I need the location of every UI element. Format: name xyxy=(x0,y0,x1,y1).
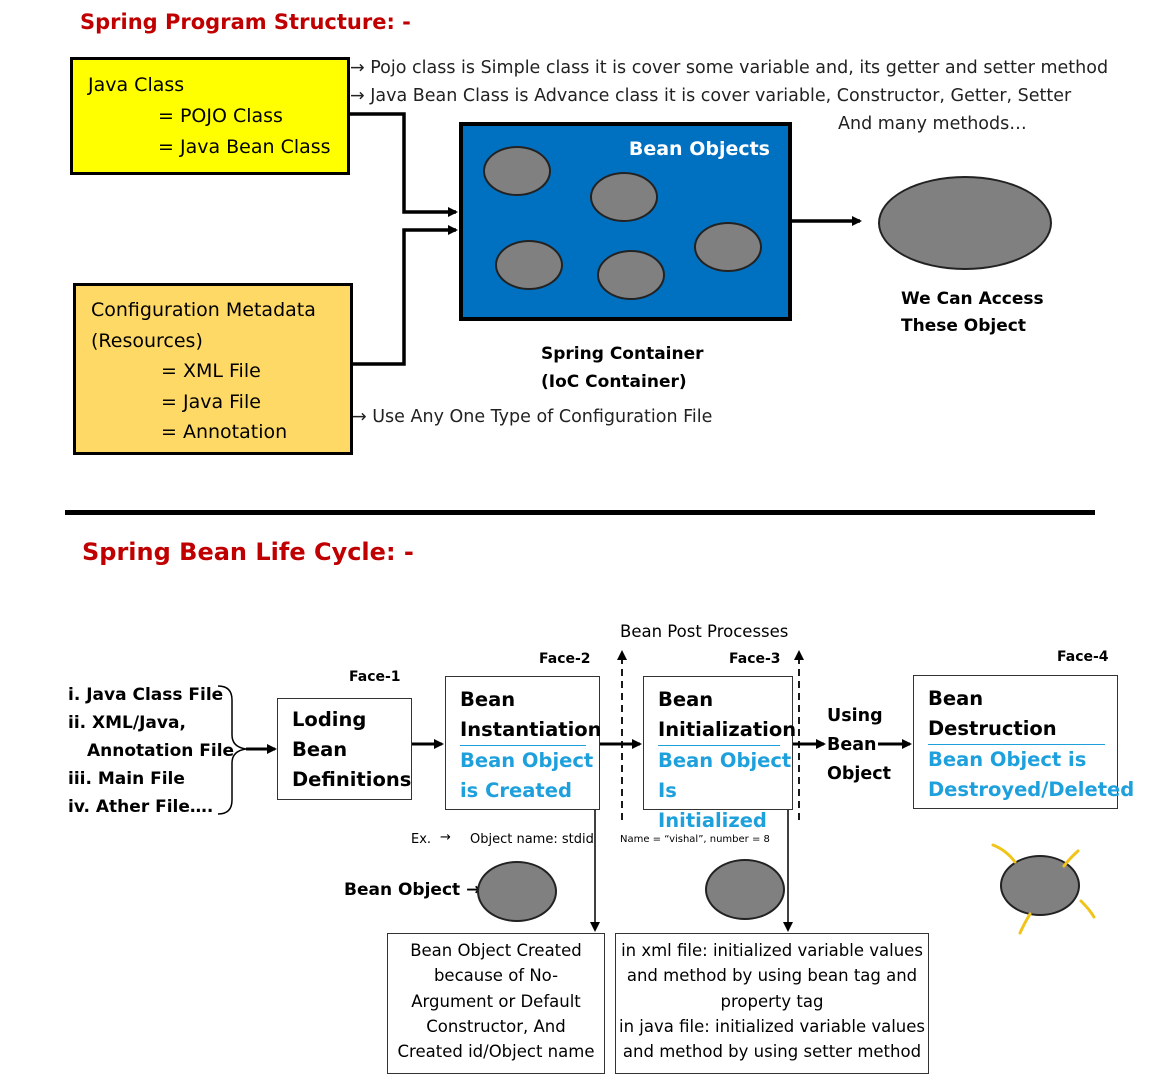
list-brace xyxy=(217,685,247,815)
created-line: Bean Object Created xyxy=(410,941,582,960)
list-item: iv. Ather File…. xyxy=(68,797,214,817)
face3-line2: Initialization xyxy=(658,715,796,746)
initialized-explanation-box: in xml file: initialized variable values… xyxy=(615,933,929,1074)
face-1-box: Loding Bean Definitions xyxy=(277,698,412,800)
face2-line1: Bean xyxy=(460,688,516,711)
initialized-line: and method by using bean tag and xyxy=(626,966,918,986)
created-line: Argument or Default xyxy=(411,991,581,1011)
caption-line1: Spring Container xyxy=(541,344,704,364)
access-caption: We Can Access These Object xyxy=(901,286,1044,340)
access-line1: We Can Access xyxy=(901,289,1044,309)
face1-line2: Bean xyxy=(292,738,348,761)
object-name-example: Object name: stdid xyxy=(470,832,594,847)
arrow-right-icon: → xyxy=(350,58,365,78)
arrow-right-icon: → xyxy=(352,407,367,427)
config-line4: = Java File xyxy=(161,390,261,413)
java-class-box: Java Class = POJO Class = Java Bean Clas… xyxy=(70,57,350,175)
bean-object-oval xyxy=(483,146,551,196)
list-item: iii. Main File xyxy=(68,769,185,789)
config-line2: (Resources) xyxy=(91,329,203,352)
structure-title: Spring Program Structure: - xyxy=(80,10,411,34)
spring-container-box: Bean Objects xyxy=(459,122,792,321)
bean-object-label: Bean Object → xyxy=(344,880,480,900)
initialized-line: in java file: initialized variable value… xyxy=(619,1016,925,1036)
face-1-label: Face-1 xyxy=(349,669,401,685)
bean-object-oval xyxy=(694,222,762,272)
initialized-line: in xml file: initialized variable values xyxy=(621,941,923,960)
java-class-line2: = POJO Class xyxy=(158,105,283,127)
initialized-bean-oval xyxy=(705,859,785,920)
face2-line2: Instantiation xyxy=(460,715,602,746)
section-divider xyxy=(65,510,1095,515)
list-item: ii. XML/Java, xyxy=(68,713,186,733)
created-line: Created id/Object name xyxy=(397,1042,595,1062)
bean-note-text: Java Bean Class is Advance class it is c… xyxy=(370,86,1072,106)
using-line2: Bean xyxy=(827,735,877,755)
face4-blue2: Destroyed/Deleted xyxy=(928,778,1135,801)
face-2-box: Bean Instantiation Bean Object is Create… xyxy=(445,676,602,810)
face-4-label: Face-4 xyxy=(1057,649,1109,665)
face-3-box: Bean Initialization Bean Object Is Initi… xyxy=(643,676,796,832)
config-line1: Configuration Metadata xyxy=(91,299,316,321)
pojo-note-text: Pojo class is Simple class it is cover s… xyxy=(370,58,1109,78)
face1-line1: Loding xyxy=(292,708,367,731)
access-line2: These Object xyxy=(901,316,1026,336)
arrow-right-icon: → xyxy=(466,880,481,900)
face1-line3: Definitions xyxy=(292,768,412,791)
created-line: because of No- xyxy=(433,966,559,986)
created-explanation-box: Bean Object Created because of No- Argum… xyxy=(387,933,605,1074)
config-note: → Use Any One Type of Configuration File xyxy=(352,407,712,427)
accessed-object-oval xyxy=(878,176,1052,270)
bean-object-oval xyxy=(495,240,563,290)
face2-blue1: Bean Object xyxy=(460,749,594,772)
face3-blue2: Is Initialized xyxy=(658,779,767,832)
arrow-right-icon: → xyxy=(440,830,451,845)
pojo-note: → Pojo class is Simple class it is cover… xyxy=(350,58,1108,78)
bean-objects-label: Bean Objects xyxy=(628,138,770,160)
spring-container-caption: Spring Container (IoC Container) xyxy=(541,340,704,396)
config-line5: = Annotation xyxy=(161,421,288,443)
destruction-burst-icon xyxy=(991,843,1096,935)
name-value-example: Name = “vishal”, number = 8 xyxy=(620,834,770,845)
face2-blue2: is Created xyxy=(460,779,572,802)
config-connector xyxy=(353,225,458,366)
java-class-line1: Java Class xyxy=(88,74,185,96)
configuration-metadata-box: Configuration Metadata (Resources) = XML… xyxy=(73,283,353,455)
created-bean-oval xyxy=(477,861,557,922)
created-line: Constructor, And xyxy=(426,1016,566,1036)
example-label: Ex. xyxy=(411,832,432,847)
lifecycle-title: Spring Bean Life Cycle: - xyxy=(82,538,414,566)
post-processes-label: Bean Post Processes xyxy=(620,622,789,641)
config-note-text: Use Any One Type of Configuration File xyxy=(372,407,713,427)
using-line1: Using xyxy=(827,706,883,726)
list-item: i. Java Class File xyxy=(68,685,224,705)
face3-blue1: Bean Object xyxy=(658,749,792,772)
face4-line1: Bean xyxy=(928,687,984,710)
bean-object-oval xyxy=(597,250,665,300)
face-4-box: Bean Destruction Bean Object is Destroye… xyxy=(913,675,1135,809)
input-files-list: i. Java Class File ii. XML/Java, Annotat… xyxy=(68,681,234,821)
face4-blue1: Bean Object is xyxy=(928,748,1087,771)
face-3-label: Face-3 xyxy=(729,651,781,667)
bean-object-oval xyxy=(590,172,658,222)
using-bean-object: Using Bean Object xyxy=(827,702,891,789)
destroyed-bean-oval xyxy=(1000,855,1080,916)
initialized-line: property tag xyxy=(720,991,824,1011)
bean-object-text: Bean Object xyxy=(344,880,461,900)
caption-line2: (IoC Container) xyxy=(541,372,687,392)
config-line3: = XML File xyxy=(161,360,261,382)
face-2-label: Face-2 xyxy=(539,651,591,667)
using-line3: Object xyxy=(827,764,892,784)
list-item: Annotation File xyxy=(87,741,235,761)
arrow-right-icon: → xyxy=(350,86,365,106)
initialized-line: and method by using setter method xyxy=(622,1042,922,1062)
java-class-connector xyxy=(350,112,458,217)
face3-line1: Bean xyxy=(658,688,714,711)
face4-line2: Destruction xyxy=(928,714,1105,745)
bean-note: → Java Bean Class is Advance class it is… xyxy=(350,86,1071,106)
java-class-line3: = Java Bean Class xyxy=(158,136,331,158)
bean-note-continued: And many methods… xyxy=(838,114,1027,134)
